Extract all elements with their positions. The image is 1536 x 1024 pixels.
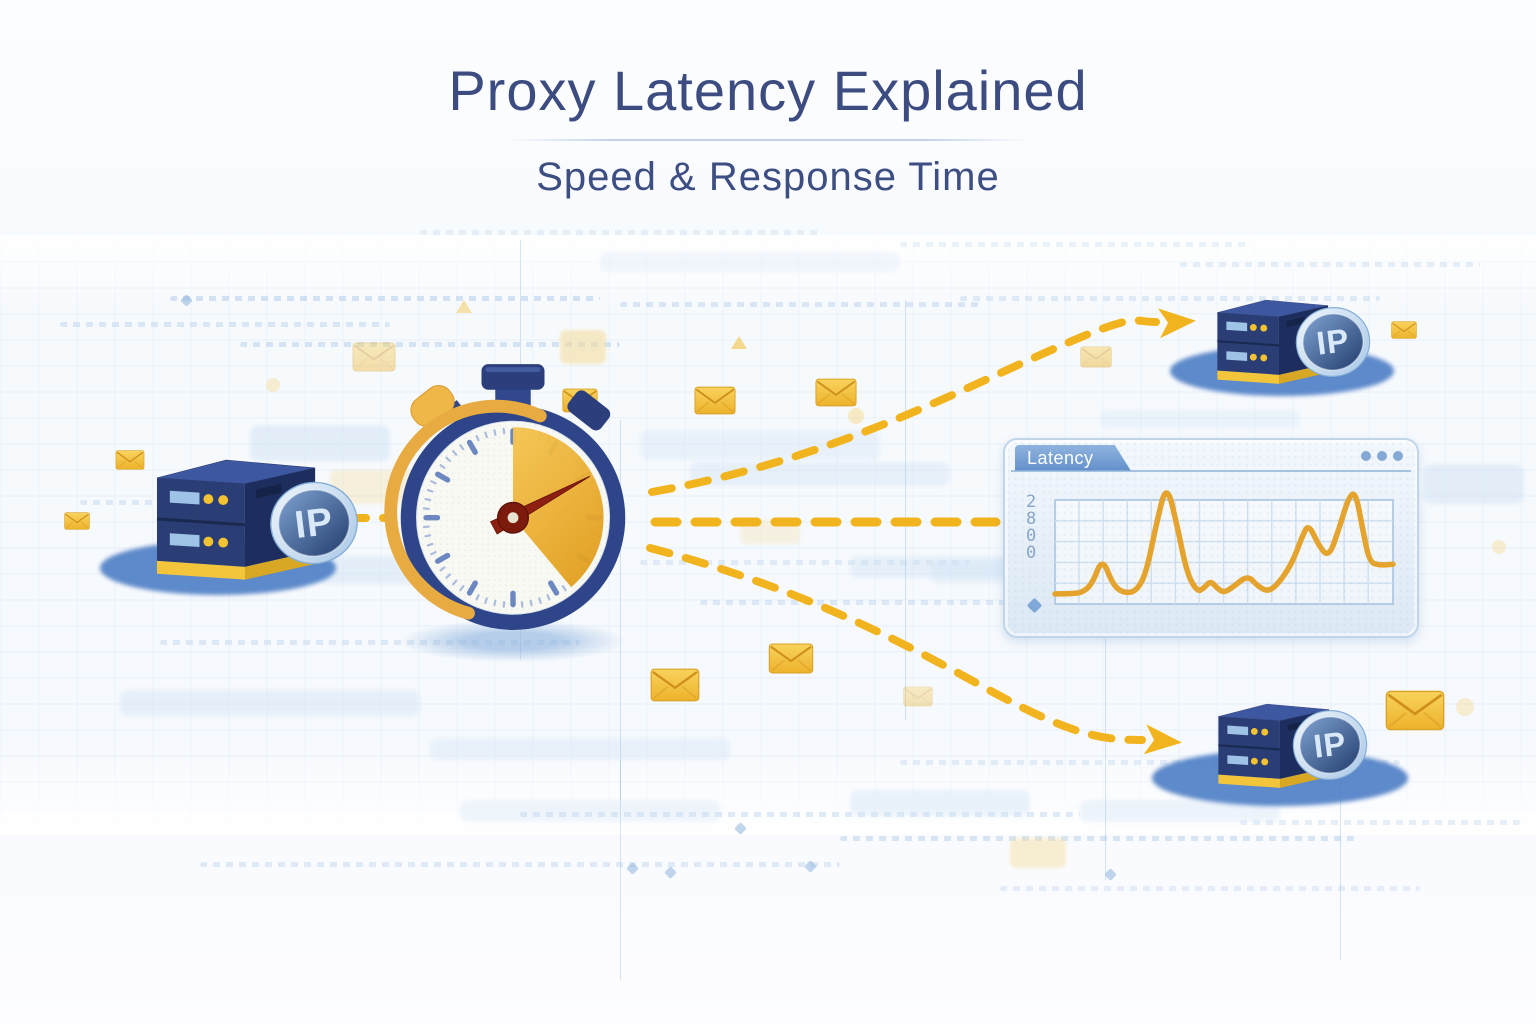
arrowhead-icon (1143, 723, 1186, 758)
envelope-icon (1391, 321, 1417, 339)
title-divider (508, 139, 1028, 141)
ip-badge (263, 472, 366, 575)
envelope-icon (1385, 690, 1445, 731)
envelope-icon (694, 386, 736, 415)
page-title: Proxy Latency Explained (448, 59, 1088, 122)
window-dots-icon (1361, 451, 1403, 461)
latency-window-title: Latency (1027, 448, 1094, 468)
page-subtitle: Speed & Response Time (536, 155, 1000, 199)
ip-badge (1290, 299, 1377, 386)
latency-window-tab: Latency (1015, 445, 1131, 471)
ip-badge (1287, 702, 1374, 789)
envelope-icon (650, 668, 700, 702)
chart-y-axis: 2 8 0 0 (1026, 492, 1037, 563)
latency-chart (1052, 490, 1396, 605)
envelope-icon (1080, 346, 1112, 368)
envelope-icon (768, 643, 814, 674)
chart-marker-icon (1026, 597, 1043, 614)
envelope-icon (64, 512, 90, 530)
envelope-icon (115, 450, 145, 470)
envelope-icon (815, 378, 857, 407)
latency-window: Latency 2 8 0 0 (1003, 438, 1419, 638)
stopwatch-icon (384, 364, 626, 630)
title-block: Proxy Latency Explained Speed & Response… (0, 58, 1536, 200)
envelope-icon (903, 686, 933, 707)
arrowhead-icon (1157, 305, 1199, 340)
